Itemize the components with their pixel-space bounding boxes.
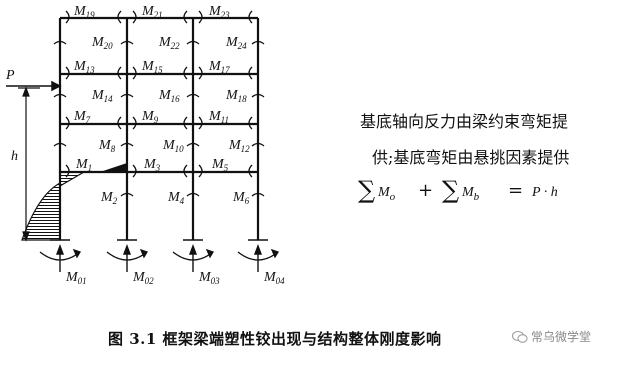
label-M10: M10 [162, 138, 184, 154]
rhs-Ph: P · h [531, 185, 558, 200]
watermark: 常乌微学堂 [512, 328, 591, 345]
sum-symbol-1: ∑ [358, 176, 375, 204]
label-M2: M2 [100, 190, 118, 206]
label-M12: M12 [228, 138, 250, 154]
label-M18: M18 [225, 88, 247, 104]
label-M4: M4 [167, 190, 185, 206]
wechat-icon [512, 330, 528, 343]
label-M14: M14 [91, 88, 113, 104]
label-M20: M20 [91, 35, 113, 51]
beam-end-hatch [100, 163, 127, 172]
figure-caption: 图 3.1 框架梁端塑性铰出现与结构整体刚度影响 [108, 330, 442, 348]
label-M13: M13 [73, 59, 95, 75]
plus-sign: + [418, 180, 433, 201]
moment-labels: M19 M21 M23 M20 M22 M24 M13 M15 M17 M14 … [65, 4, 285, 286]
label-M02: M02 [132, 270, 154, 286]
sum-symbol-2: ∑ [442, 176, 459, 204]
load-P-arrow [6, 80, 62, 92]
equals-sign: = [508, 180, 523, 201]
label-M6: M6 [232, 190, 250, 206]
label-M5: M5 [211, 157, 229, 173]
label-M22: M22 [158, 35, 180, 51]
Mo-term: Mo [377, 185, 396, 203]
base-moment-arcs [39, 248, 279, 261]
label-M03: M03 [198, 270, 220, 286]
label-M9: M9 [141, 109, 159, 125]
frame-columns [58, 18, 260, 240]
label-M24: M24 [225, 35, 247, 51]
equation: ∑ Mo + ∑ Mb = P · h [358, 176, 558, 204]
label-M01: M01 [65, 270, 87, 286]
load-P-label: P [5, 68, 15, 83]
joint-moment-arcs [53, 10, 265, 197]
description-line-2: 供;基底弯矩由悬挑因素提供 [372, 148, 570, 167]
label-M19: M19 [73, 4, 95, 20]
frame-beams [60, 16, 258, 174]
base-reactions [55, 244, 263, 272]
label-M04: M04 [263, 270, 285, 286]
label-M8: M8 [98, 138, 116, 154]
description-line-1: 基底轴向反力由梁约束弯矩提 [360, 112, 569, 131]
Mb-term: Mb [461, 185, 480, 203]
height-dimension [18, 86, 40, 242]
label-M17: M17 [208, 59, 230, 75]
label-M16: M16 [158, 88, 180, 104]
label-M11: M11 [208, 109, 229, 125]
moment-diagram-hatch [21, 171, 87, 241]
label-M15: M15 [141, 59, 163, 75]
label-M23: M23 [208, 4, 230, 20]
label-M1: M1 [75, 157, 92, 173]
label-M3: M3 [143, 157, 161, 173]
label-M21: M21 [141, 4, 163, 20]
label-M7: M7 [73, 109, 91, 125]
watermark-text: 常乌微学堂 [531, 330, 592, 344]
height-h-label: h [11, 149, 18, 164]
